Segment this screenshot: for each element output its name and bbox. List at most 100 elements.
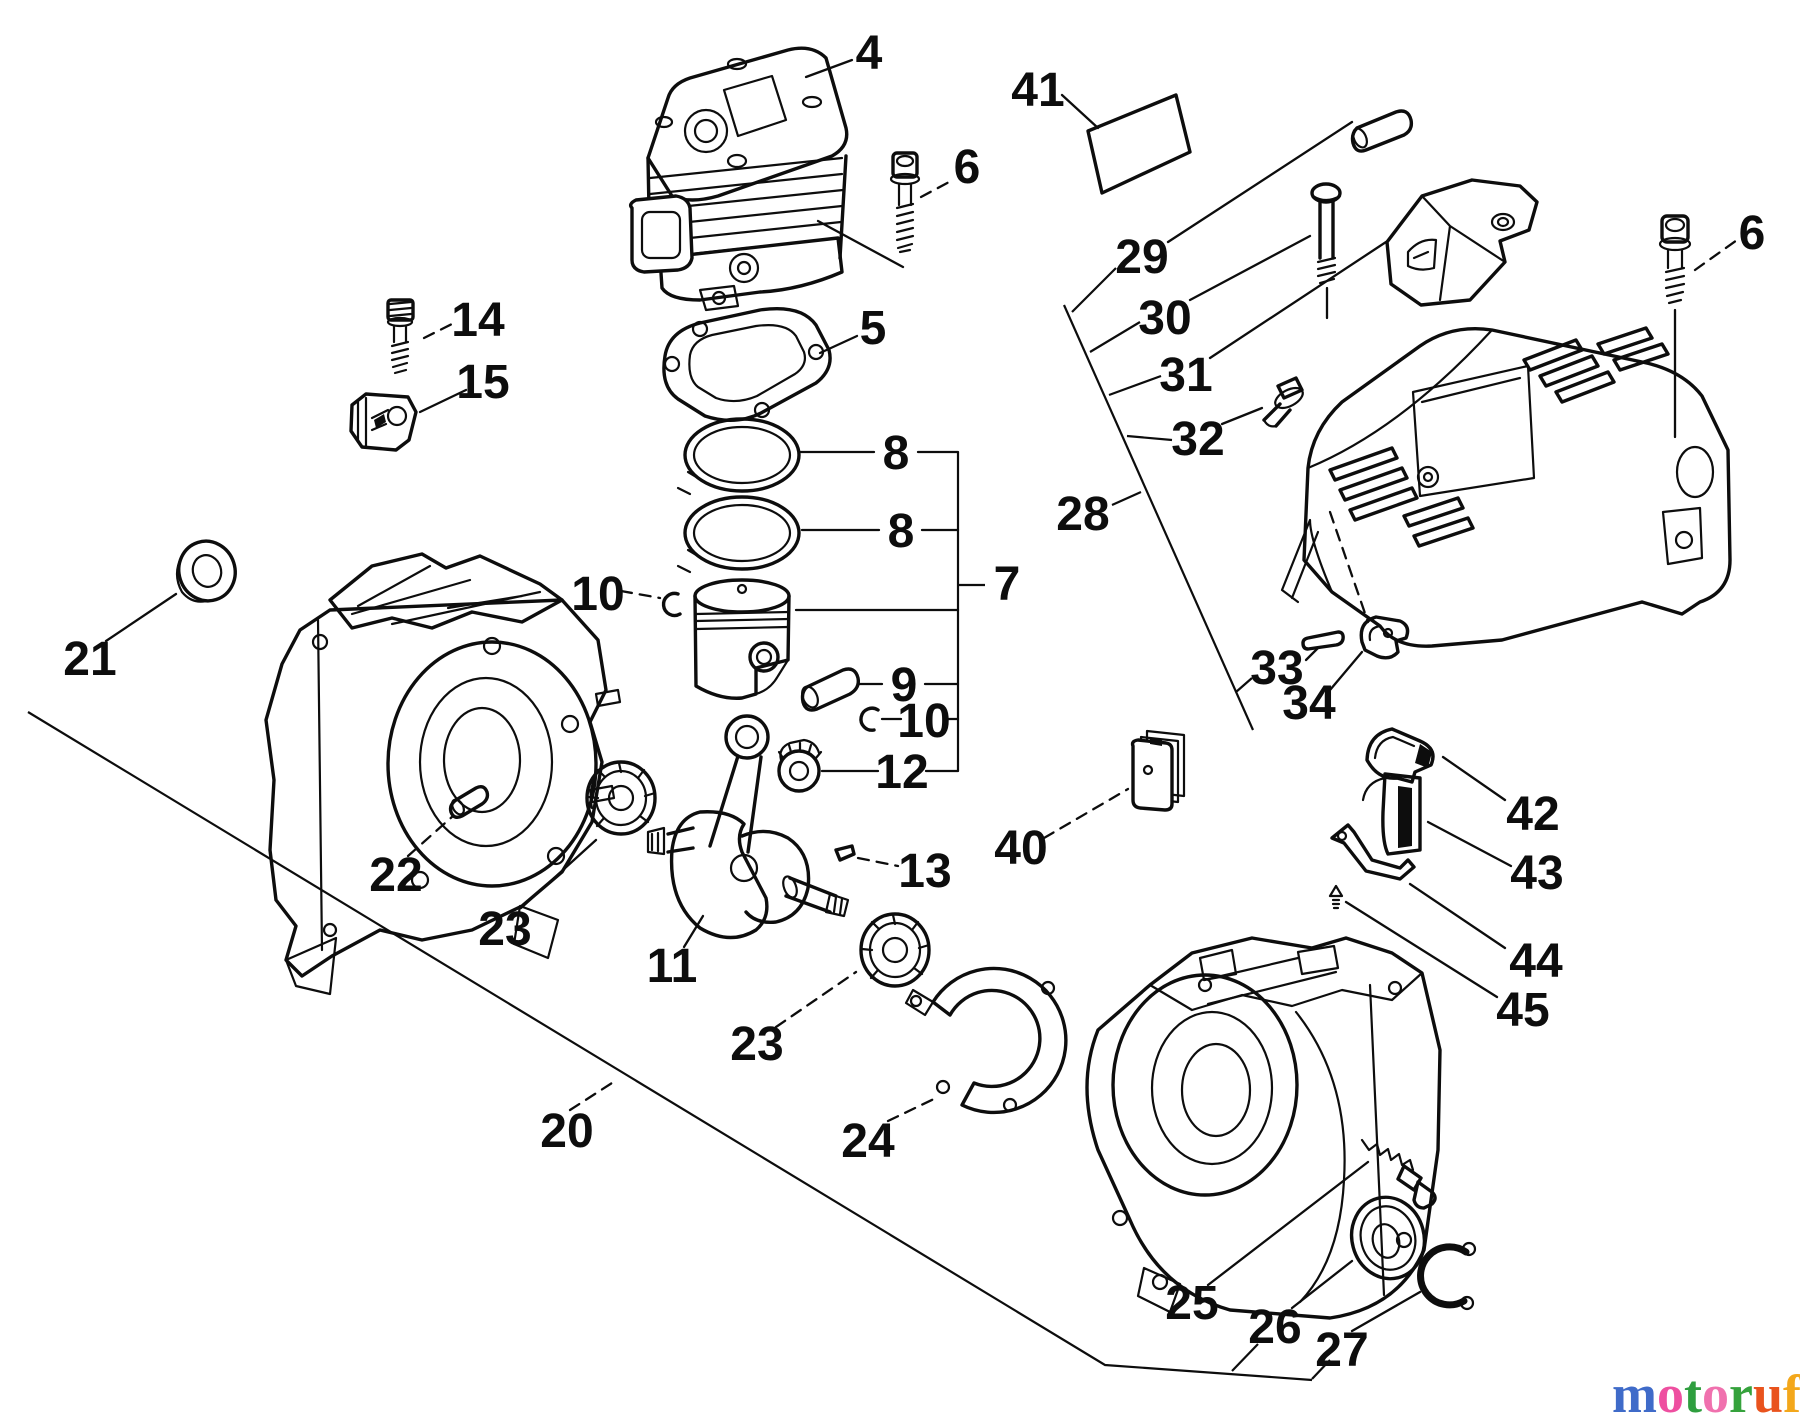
piston-ring-top [666, 417, 801, 502]
axis-line-main [27, 711, 1313, 1382]
bracket-15 [349, 392, 418, 452]
crankshaft [646, 714, 850, 940]
stub-30 [1089, 321, 1141, 353]
pin-33 [1301, 630, 1345, 651]
stub-32 [1126, 434, 1173, 442]
crankcase-right [1085, 936, 1442, 1320]
tension-screw [1360, 1138, 1437, 1210]
callout-42: 42 [1506, 788, 1559, 841]
bracket-31 [1385, 178, 1539, 307]
leader-23-right [774, 970, 858, 1029]
callout-41: 41 [1011, 64, 1064, 117]
plate-24 [904, 966, 1068, 1115]
axis-tick-26 [1231, 1343, 1259, 1372]
bolt-14 [386, 298, 415, 375]
callout-43: 43 [1510, 847, 1563, 900]
callout-4: 4 [856, 27, 883, 80]
leader-20 [568, 1081, 614, 1112]
bracket-43 [1361, 772, 1422, 856]
cylinder-part [628, 46, 849, 312]
block-40 [1130, 729, 1186, 812]
screw-30 [1310, 182, 1342, 285]
callout-12: 12 [875, 746, 928, 799]
clip-34 [1359, 615, 1410, 660]
callout-13: 13 [898, 845, 951, 898]
piston-pin [800, 667, 861, 712]
callout-10-left: 10 [571, 568, 624, 621]
clip-42 [1365, 727, 1435, 784]
motoruf-logo: motoruf'.de [1612, 1364, 1800, 1424]
leader-6-right [1693, 238, 1739, 272]
callout-7: 7 [994, 558, 1021, 611]
stub-29 [1071, 267, 1117, 313]
crankcase-left [264, 552, 622, 996]
callout-labels: 4 6 41 29 30 31 32 28 6 14 15 5 8 8 10 7… [63, 27, 1765, 1377]
callout-23-right: 23 [730, 1018, 783, 1071]
stub-33 [1235, 677, 1253, 693]
bracket-7 [956, 452, 985, 771]
stub-28 [1111, 490, 1142, 507]
leader-31 [1208, 240, 1388, 360]
callout-8-bottom: 8 [888, 505, 915, 558]
callout-21: 21 [63, 633, 116, 686]
callout-25: 25 [1165, 1277, 1218, 1330]
callout-26: 26 [1248, 1301, 1301, 1354]
leader-33 [1304, 646, 1320, 662]
callout-6-top: 6 [954, 141, 981, 194]
axis-tick-27 [1311, 1359, 1331, 1380]
decal-41 [1086, 93, 1192, 195]
callout-40: 40 [994, 822, 1047, 875]
callout-22: 22 [369, 849, 422, 902]
oil-seal-21 [175, 539, 237, 603]
callout-27: 27 [1315, 1324, 1368, 1377]
oil-seal-26 [1349, 1195, 1427, 1281]
callout-9: 9 [891, 659, 918, 712]
leader-21 [104, 592, 178, 643]
callout-6-right: 6 [1739, 207, 1766, 260]
callout-23-left: 23 [478, 903, 531, 956]
cylinder-bolt-top [889, 151, 921, 254]
callout-31: 31 [1159, 349, 1212, 402]
key-13 [834, 844, 856, 862]
construction-lines [27, 267, 1331, 1382]
callout-8-top: 8 [883, 427, 910, 480]
callout-34: 34 [1282, 677, 1336, 730]
leader-32 [1220, 406, 1264, 426]
snap-ring-27 [1417, 1241, 1477, 1311]
callout-5: 5 [860, 302, 887, 355]
leader-14 [422, 320, 458, 340]
screw-45 [1328, 884, 1344, 910]
leader-25 [1206, 1160, 1370, 1287]
needle-bearing [777, 738, 823, 793]
leader-10-left [619, 589, 662, 600]
leader-5 [818, 334, 859, 355]
callout-14: 14 [451, 294, 505, 347]
leader-42 [1441, 755, 1507, 802]
bolt-32 [1262, 376, 1304, 428]
callout-24: 24 [841, 1115, 895, 1168]
callout-44: 44 [1509, 935, 1563, 988]
cover-vent-slots-left [1328, 446, 1475, 548]
piston-pin-clip-left [661, 591, 682, 618]
leader-40 [1042, 787, 1130, 840]
cylinder-gasket [662, 306, 832, 422]
motoruf-wordmark: motoruf'.de [1612, 1364, 1800, 1424]
leader-24 [886, 1095, 940, 1123]
callout-45: 45 [1496, 984, 1549, 1037]
leader-6-top [919, 179, 953, 199]
callout-29: 29 [1115, 231, 1168, 284]
stub-31 [1108, 374, 1162, 397]
leader-43 [1426, 820, 1513, 868]
callout-33: 33 [1250, 642, 1303, 695]
leader-45 [1344, 900, 1499, 999]
leader-cover-clip [1328, 510, 1370, 624]
callout-20: 20 [540, 1105, 593, 1158]
callout-30: 30 [1138, 292, 1191, 345]
leader-34 [1328, 650, 1364, 692]
bracket-44 [1330, 823, 1416, 881]
leader-15 [418, 388, 468, 414]
leader-11 [682, 914, 705, 949]
leader-27 [1350, 1290, 1422, 1333]
